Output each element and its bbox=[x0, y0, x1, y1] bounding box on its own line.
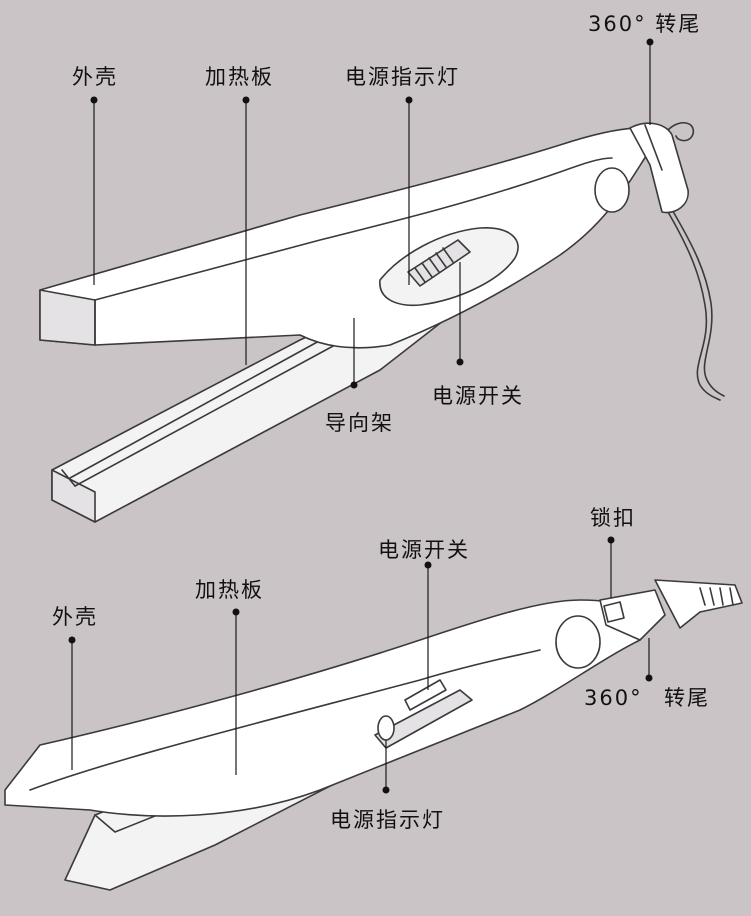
bottom-indicator-light bbox=[377, 715, 395, 741]
top-power-cord bbox=[667, 211, 721, 401]
label-lock-buckle-bottom: 锁扣 bbox=[590, 506, 636, 530]
label-power-switch-top: 电源开关 bbox=[432, 384, 524, 408]
top-shell bbox=[39, 127, 651, 349]
bottom-power-switch bbox=[374, 689, 473, 749]
top-swivel-tail bbox=[629, 122, 689, 214]
label-swivel-tail-top: 360° 转尾 bbox=[588, 12, 702, 36]
bottom-cord-strain bbox=[654, 579, 743, 629]
bottom-dial bbox=[555, 615, 601, 669]
label-power-indicator-bottom: 电源指示灯 bbox=[330, 808, 445, 832]
label-guide-rack-top: 导向架 bbox=[325, 411, 394, 435]
top-dial bbox=[594, 167, 630, 213]
top-hang-loop bbox=[667, 122, 695, 142]
label-heating-plate-top: 加热板 bbox=[205, 65, 274, 89]
label-power-indicator-top: 电源指示灯 bbox=[345, 65, 460, 89]
label-power-switch-bottom: 电源开关 bbox=[378, 538, 470, 562]
top-straightener bbox=[39, 122, 725, 523]
label-swivel-tail-text-bottom: 转尾 bbox=[664, 686, 710, 710]
bottom-straightener bbox=[4, 579, 743, 891]
top-power-switch bbox=[407, 239, 471, 287]
bottom-lock-buckle bbox=[603, 601, 625, 623]
leader-lines bbox=[68, 38, 654, 794]
label-swivel-tail-num-bottom: 360° bbox=[584, 686, 643, 710]
bottom-shell bbox=[4, 599, 646, 817]
label-heating-plate-bottom: 加热板 bbox=[195, 578, 264, 602]
label-shell-top: 外壳 bbox=[72, 65, 118, 89]
label-shell-bottom: 外壳 bbox=[52, 605, 98, 629]
